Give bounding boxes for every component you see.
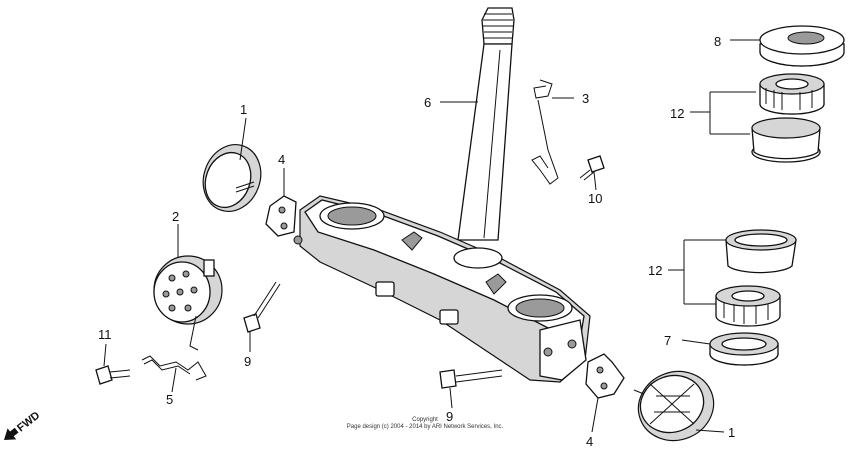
horn	[153, 255, 223, 351]
steering-stem-nut	[759, 25, 845, 67]
steering-bracket	[293, 195, 591, 383]
cable-guide-lower	[585, 353, 625, 399]
callout-labels: 1 2 3 4 4 5 6 7 8 9 9 10 11 12 12 1	[98, 34, 735, 449]
reflector-right	[633, 370, 715, 442]
cable-guide-upper	[265, 195, 297, 237]
bolt-9-left	[243, 281, 281, 333]
callout-11: 11	[98, 327, 112, 342]
lower-bearing-race	[725, 229, 797, 274]
dust-seal	[709, 332, 779, 366]
callout-12-lower: 12	[648, 263, 662, 278]
callout-10: 10	[588, 191, 602, 206]
lower-bearing	[715, 285, 781, 327]
reflector-left	[202, 144, 262, 212]
bolt-10	[579, 155, 605, 181]
bolt-9-center	[439, 369, 503, 389]
bolt-11	[95, 365, 131, 385]
callout-7: 7	[664, 333, 671, 348]
callout-3: 3	[582, 91, 589, 106]
spring-clip	[531, 79, 559, 185]
callout-5: 5	[166, 392, 173, 407]
callout-9-left: 9	[244, 354, 251, 369]
callout-1-lower: 1	[728, 425, 735, 440]
callout-4-lower: 4	[586, 434, 593, 449]
callout-9-center: 9	[446, 409, 453, 424]
callout-1-upper: 1	[240, 102, 247, 117]
fwd-arrow-icon	[4, 427, 19, 440]
callout-4-upper: 4	[278, 152, 285, 167]
callout-6: 6	[424, 95, 431, 110]
upper-bearing	[759, 73, 825, 115]
upper-bearing-race	[751, 117, 821, 163]
callout-2: 2	[172, 209, 179, 224]
copyright-line-2: Page design (c) 2004 - 2014 by ARI Netwo…	[346, 424, 504, 430]
horn-bracket	[141, 355, 207, 381]
leader-lines	[103, 39, 760, 433]
steering-stem	[457, 7, 515, 241]
copyright-line-1: Copyright	[412, 417, 438, 423]
callout-8: 8	[714, 34, 721, 49]
callout-12-upper: 12	[670, 106, 684, 121]
